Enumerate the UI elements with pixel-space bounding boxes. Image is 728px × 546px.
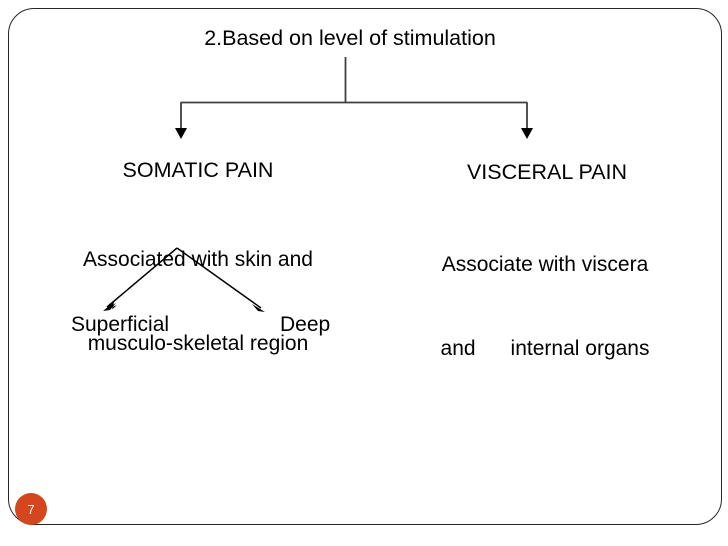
- arrow-down-icon-right: [521, 128, 533, 139]
- node-label-superficial: Superficial: [71, 313, 170, 336]
- branch-body-visceral: Associate with viscera and internal orga…: [398, 196, 692, 418]
- arrow-down-icon-left: [175, 128, 187, 139]
- branch-body-line: Associated with skin and: [83, 248, 313, 272]
- page-title: 2.Based on level of stimulation: [204, 26, 496, 50]
- branch-body-somatic: Associated with skin and musculo-skeleta…: [46, 191, 350, 413]
- branch-body-line: musculo-skeletal region: [87, 331, 309, 355]
- page-number-text: 7: [27, 501, 35, 517]
- branch-heading-visceral: VISCERAL PAIN: [466, 160, 628, 184]
- branch-heading-somatic: SOMATIC PAIN: [122, 158, 274, 182]
- page-number-badge: 7: [15, 493, 47, 525]
- branch-body-line: and internal organs: [440, 336, 650, 360]
- node-label-deep: Deep: [280, 313, 331, 336]
- branch-body-line: Associate with viscera: [441, 253, 649, 277]
